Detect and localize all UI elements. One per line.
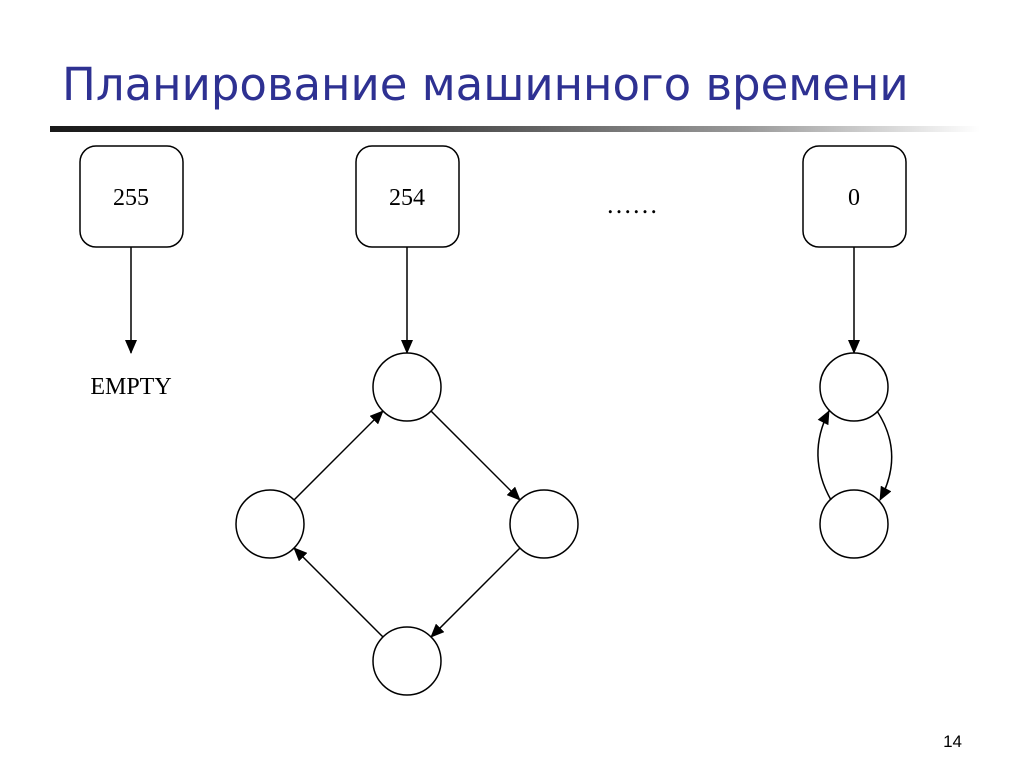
process-node-left <box>235 489 305 559</box>
ellipsis-label: …… <box>606 190 658 219</box>
empty-label: EMPTY <box>90 374 171 400</box>
process-node-upper <box>819 352 889 422</box>
arrow-lower-to-upper <box>817 410 832 501</box>
priority-label-255: 255 <box>113 185 149 211</box>
process-node-bottom <box>372 626 442 696</box>
priority-label-254: 254 <box>389 185 425 211</box>
process-node-right <box>509 489 579 559</box>
arrow-right-to-bottom <box>430 547 521 638</box>
slide-title: Планирование машинного времени <box>62 58 909 111</box>
title-underline <box>50 126 980 132</box>
process-node-top <box>372 352 442 422</box>
process-node-lower <box>819 489 889 559</box>
page-number: 14 <box>943 732 962 751</box>
arrow-bottom-to-left <box>293 547 384 638</box>
arrow-top-to-right <box>430 410 521 501</box>
priority-label-0: 0 <box>848 185 860 211</box>
arrow-upper-to-lower <box>876 410 893 501</box>
arrow-left-to-top <box>293 410 384 501</box>
